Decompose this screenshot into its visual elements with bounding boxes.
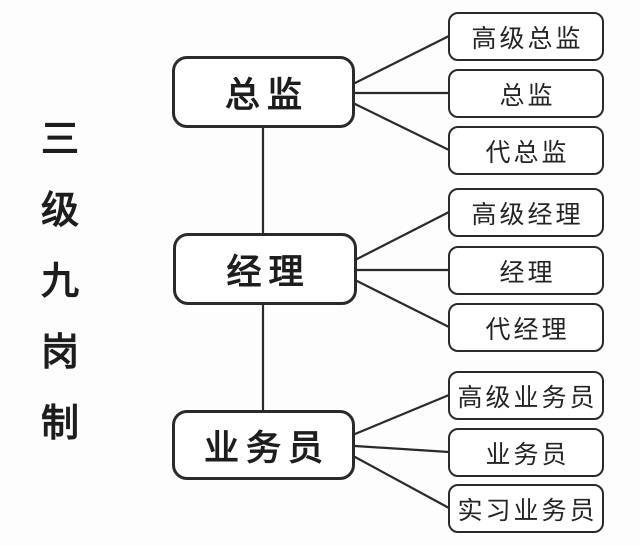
connector-director-deputy bbox=[353, 102, 451, 152]
position-box-manager: 经理 bbox=[448, 246, 604, 295]
connector-manager-deputy bbox=[355, 279, 451, 329]
connector-director-senior bbox=[353, 34, 451, 85]
position-box-deputy-manager: 代经理 bbox=[448, 303, 604, 352]
level-box-manager: 经理 bbox=[173, 233, 357, 305]
position-box-senior-salesman: 高级业务员 bbox=[448, 371, 604, 420]
title-char: 岗 bbox=[40, 329, 79, 374]
title-char: 九 bbox=[40, 258, 79, 303]
title-char: 制 bbox=[40, 400, 79, 445]
position-box-intern-salesman: 实习业务员 bbox=[448, 484, 604, 533]
position-box-salesman: 业务员 bbox=[448, 428, 604, 477]
chart-title-vertical: 三 级 九 岗 制 bbox=[36, 103, 84, 458]
position-box-director: 总监 bbox=[448, 69, 604, 118]
title-char: 级 bbox=[40, 187, 79, 232]
level-box-director: 总监 bbox=[172, 56, 355, 128]
connector-salesman-intern bbox=[353, 455, 451, 510]
connector-salesman-mid bbox=[353, 444, 451, 454]
position-box-deputy-director: 代总监 bbox=[448, 126, 604, 175]
connector-salesman-senior bbox=[353, 393, 451, 436]
position-box-senior-manager: 高级经理 bbox=[448, 188, 604, 237]
position-box-senior-director: 高级总监 bbox=[448, 12, 604, 61]
level-box-salesman: 业务员 bbox=[172, 410, 355, 480]
title-char: 三 bbox=[40, 116, 79, 161]
connector-manager-senior bbox=[355, 210, 451, 261]
